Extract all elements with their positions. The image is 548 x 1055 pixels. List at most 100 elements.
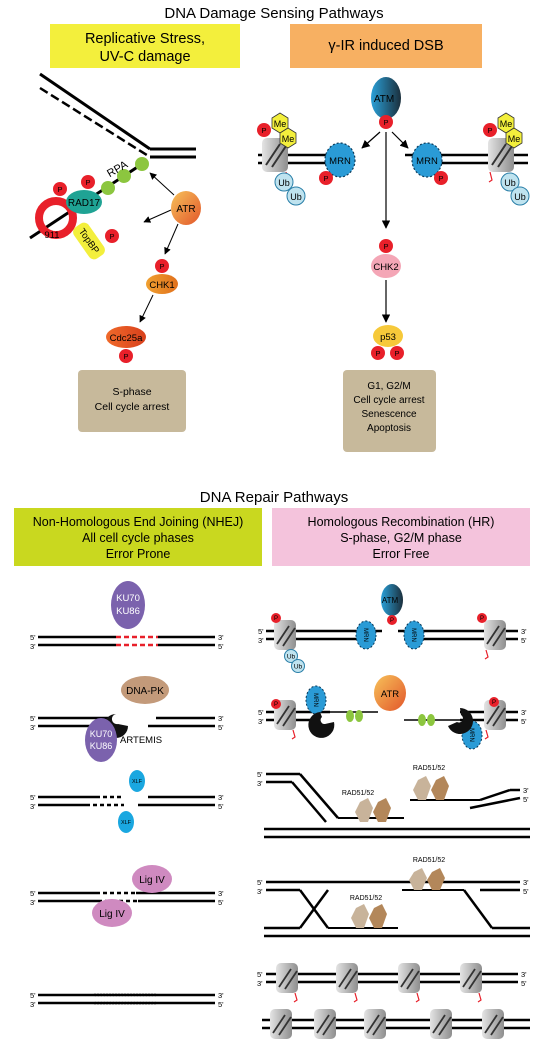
strand-end-label: 5' [218,723,224,732]
strand-end-label: 3' [258,636,264,645]
nhej-header-line: Non-Homologous End Joining (NHEJ) [33,515,244,529]
rad17: RAD17 [66,190,102,214]
phospho-marker: P [81,175,95,189]
nucleosome [398,963,420,1003]
strand-end-label: 3' [523,878,529,887]
rpa-hr [346,710,435,726]
nucleosome [314,1009,336,1039]
rpa-complex: RPA [101,157,149,195]
phospho-marker: P [105,229,119,243]
strand-end-label: 3' [30,802,36,811]
outcome-line: Cell cycle arrest [353,395,424,406]
strand-end-label: 5' [521,636,527,645]
atm-hr-label: ATM [382,596,399,605]
lig-iv: Lig IV [132,865,172,893]
me-label: Me [282,134,295,144]
cdc25a: Cdc25a [106,326,146,348]
ub-group: Ub Ub [500,172,530,206]
replication-fork [29,72,196,240]
phospho-label: P [274,702,278,708]
xlf-label: XLF [121,820,132,826]
strand-end-label: 3' [257,887,263,896]
xlf: XLF [118,811,134,833]
ku86-label: KU86 [90,741,113,751]
atr-hr: ATR [374,675,406,711]
rad17-label: RAD17 [68,198,101,209]
me-label: Me [500,119,513,129]
phospho-label: P [480,616,484,622]
rad51-filament: RAD51/52 [409,857,445,890]
mrn-complex: MRN [411,142,443,178]
nhej-dna-step4: 5' 3' 3' 5' [30,889,224,907]
nucleosome [364,1009,386,1039]
strand-end-label: 5' [30,633,36,642]
chromatin-nucleosomes-row2 [270,1009,504,1039]
strand-end-label: 3' [258,717,264,726]
nucleosome [484,620,506,660]
nhej-header: Non-Homologous End Joining (NHEJ) All ce… [14,508,262,566]
phospho-marker: P [155,259,169,273]
g1-g2m-outcome-box: G1, G2/M Cell cycle arrest Senescence Ap… [343,370,436,452]
strand-end-label: 3' [218,889,224,898]
xlf-label: XLF [132,779,143,785]
phospho-label: P [274,616,278,622]
mrn-complex: MRN [324,142,356,178]
phospho-label: P [57,185,62,194]
outcome-line: Senescence [361,409,416,420]
p53: p53 [373,325,403,347]
nucleosome [488,138,514,183]
nucleosome [336,963,358,1003]
rad51-filament: RAD51/52 [350,895,387,928]
hr-header-line: S-phase, G2/M phase [340,531,462,545]
sensing-title: DNA Damage Sensing Pathways [164,5,383,22]
strand-end-label: 3' [218,633,224,642]
s-phase-outcome-box: S-phase Cell cycle arrest [78,370,186,432]
ub-label: Ub [278,178,290,188]
xlf: XLF [129,770,145,792]
phospho-marker: P [257,123,271,137]
phospho-marker: P [53,182,67,196]
ub-group: Ub Ub [274,172,306,206]
exonuclease-right [448,708,474,735]
phospho-marker: P [379,239,393,253]
me-label: Me [274,119,287,129]
ligiv-label: Lig IV [99,909,125,920]
lig-iv: Lig IV [92,899,132,927]
strand-end-label: 5' [30,793,36,802]
nine11-label: 911 [44,230,59,241]
sensing-right-header: γ-IR induced DSB [290,24,482,68]
phospho-label: P [438,174,443,183]
phospho-markers-repair: P P P P P [271,613,499,709]
strand-end-label: 3' [521,970,527,979]
strand-end-label: 5' [218,642,224,651]
rpa-bead [101,181,115,195]
mrn-label: MRN [416,156,438,167]
phospho-marker: P [271,699,281,709]
mrn-label: MRN [329,156,351,167]
phospho-marker: P [483,123,497,137]
phospho-marker: P [379,115,393,129]
strand-end-label: 5' [30,714,36,723]
hr-header-line: Error Free [373,547,430,561]
phospho-label: P [390,618,394,624]
phospho-marker: P [271,613,281,623]
ligiv-label: Lig IV [139,875,165,886]
phospho-label: P [123,352,128,361]
outcome-line: Apoptosis [367,423,411,434]
phospho-marker: P [390,346,404,360]
rpa-bead [117,169,131,183]
nine11-clamp: 911 [35,197,77,241]
hr-dna-step4: 5' 3' 3' 5' [257,878,530,938]
strand-end-label: 3' [30,1000,36,1009]
phospho-marker: P [119,349,133,363]
atm-label: ATM [374,94,394,105]
outcome-line: G1, G2/M [367,381,410,392]
strand-end-label: 3' [30,723,36,732]
strand-end-label: 5' [218,898,224,907]
atr-sensing: ATR [171,191,201,225]
strand-end-label: 5' [523,795,529,804]
nhej-dna-step1: 5' 3' 3' 5' [30,633,224,651]
mrn-complex: MRN [355,620,377,650]
rad51-label: RAD51/52 [413,765,445,772]
ub-label: Ub [294,664,303,671]
